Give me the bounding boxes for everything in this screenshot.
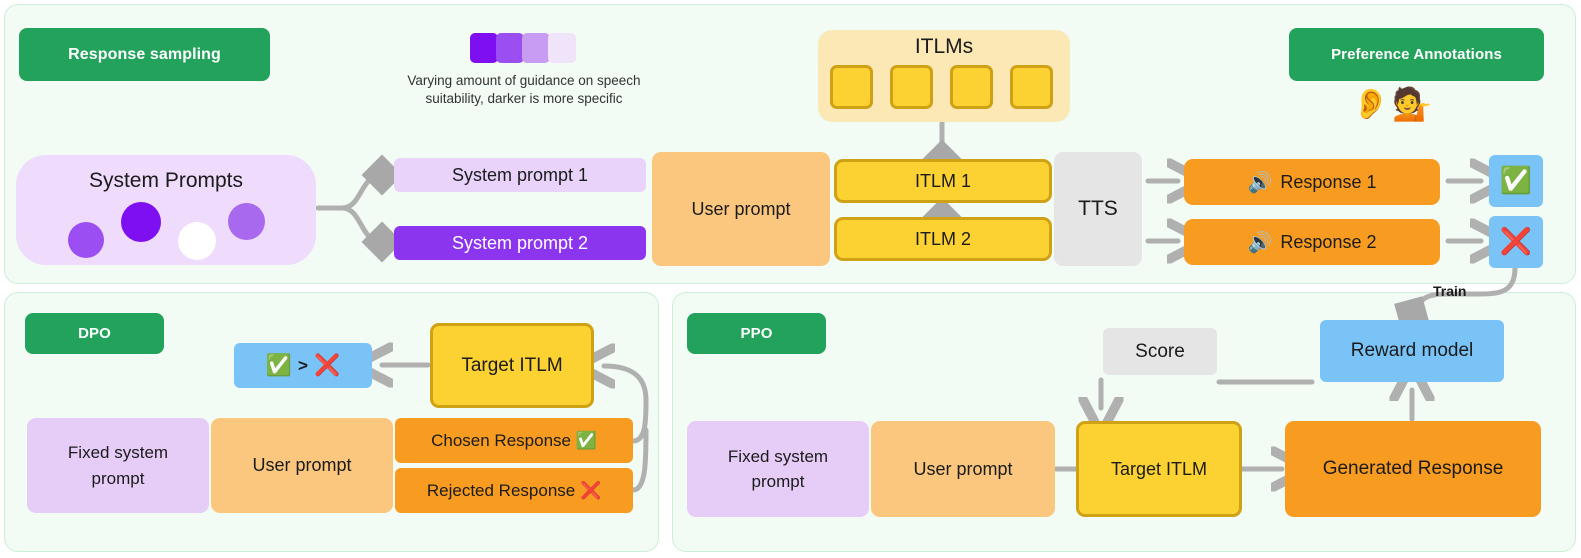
fixed-system-prompt-line1: Fixed system	[727, 446, 829, 466]
dpo-target-itlm-box: Target ITLM	[430, 323, 594, 408]
ppo-user-prompt-box: User prompt	[871, 421, 1055, 517]
ppo-fixed-system-prompt-box: Fixed system prompt	[687, 421, 869, 517]
preference-accept-box: ✅	[1489, 155, 1543, 207]
system-prompts-title: System Prompts	[88, 169, 244, 192]
system-prompt-dot-1	[68, 222, 104, 258]
annotator-person-icon: 💁	[1392, 85, 1432, 123]
swatch-1	[470, 33, 498, 63]
badge-dpo: DPO	[25, 313, 164, 354]
response-2-label: Response 2	[1280, 231, 1377, 252]
reject-icon: ❌	[313, 353, 341, 377]
accept-icon: ✅	[265, 353, 293, 377]
ppo-generated-response-box: Generated Response	[1285, 421, 1541, 517]
itlm-2-box: ITLM 2	[834, 217, 1052, 261]
preference-reject-box: ❌	[1489, 216, 1543, 268]
system-prompt-dot-4	[228, 203, 265, 240]
guidance-legend-caption: Varying amount of guidance on speech sui…	[384, 72, 664, 108]
tts-box: TTS	[1054, 152, 1142, 266]
fixed-system-prompt-line2: prompt	[751, 472, 805, 491]
dpo-fixed-system-prompt-box: Fixed system prompt	[27, 418, 209, 513]
swatch-3	[522, 33, 550, 63]
ppo-score-box: Score	[1103, 328, 1217, 375]
speaker-icon: 🔊	[1247, 170, 1273, 194]
system-prompt-dot-2	[121, 202, 161, 242]
fixed-system-prompt-line2: prompt	[91, 468, 145, 488]
response-1-box: 🔊 Response 1	[1184, 159, 1440, 205]
system-prompt-2-box: System prompt 2	[394, 226, 646, 260]
guidance-gradient-legend	[470, 33, 576, 63]
speaker-icon: 🔊	[1247, 230, 1273, 254]
swatch-4	[548, 33, 576, 63]
response-1-label: Response 1	[1280, 171, 1377, 192]
itlm-thumb-2	[890, 65, 933, 109]
swatch-2	[496, 33, 524, 63]
comparator-symbol: >	[298, 355, 308, 375]
response-2-box: 🔊 Response 2	[1184, 219, 1440, 265]
badge-preference-annotations: Preference Annotations	[1289, 28, 1544, 81]
itlm-thumb-1	[830, 65, 873, 109]
legend-caption-line2: suitability, darker is more specific	[425, 91, 623, 107]
badge-ppo: PPO	[687, 313, 826, 354]
system-prompts-container	[16, 155, 316, 265]
ppo-target-itlm-box: Target ITLM	[1076, 421, 1242, 517]
itlms-title: ITLMs	[914, 35, 974, 58]
dpo-preference-compare-box: ✅ > ❌	[234, 343, 372, 388]
system-prompt-dot-3	[178, 222, 216, 260]
itlm-1-box: ITLM 1	[834, 159, 1052, 203]
badge-response-sampling: Response sampling	[19, 28, 270, 81]
system-prompt-1-box: System prompt 1	[394, 158, 646, 192]
itlm-thumb-4	[1010, 65, 1053, 109]
ear-icon: 👂	[1352, 87, 1390, 122]
itlm-thumb-3	[950, 65, 993, 109]
train-arrow-label: Train	[1433, 283, 1467, 299]
dpo-chosen-response-box: Chosen Response ✅	[395, 418, 633, 463]
dpo-rejected-response-box: Rejected Response ❌	[395, 468, 633, 513]
fixed-system-prompt-line1: Fixed system	[67, 443, 169, 462]
legend-caption-line1: Varying amount of guidance on speech	[407, 73, 641, 88]
user-prompt-box-sampling: User prompt	[652, 152, 830, 266]
ppo-reward-model-box: Reward model	[1320, 320, 1504, 382]
dpo-user-prompt-box: User prompt	[211, 418, 393, 513]
